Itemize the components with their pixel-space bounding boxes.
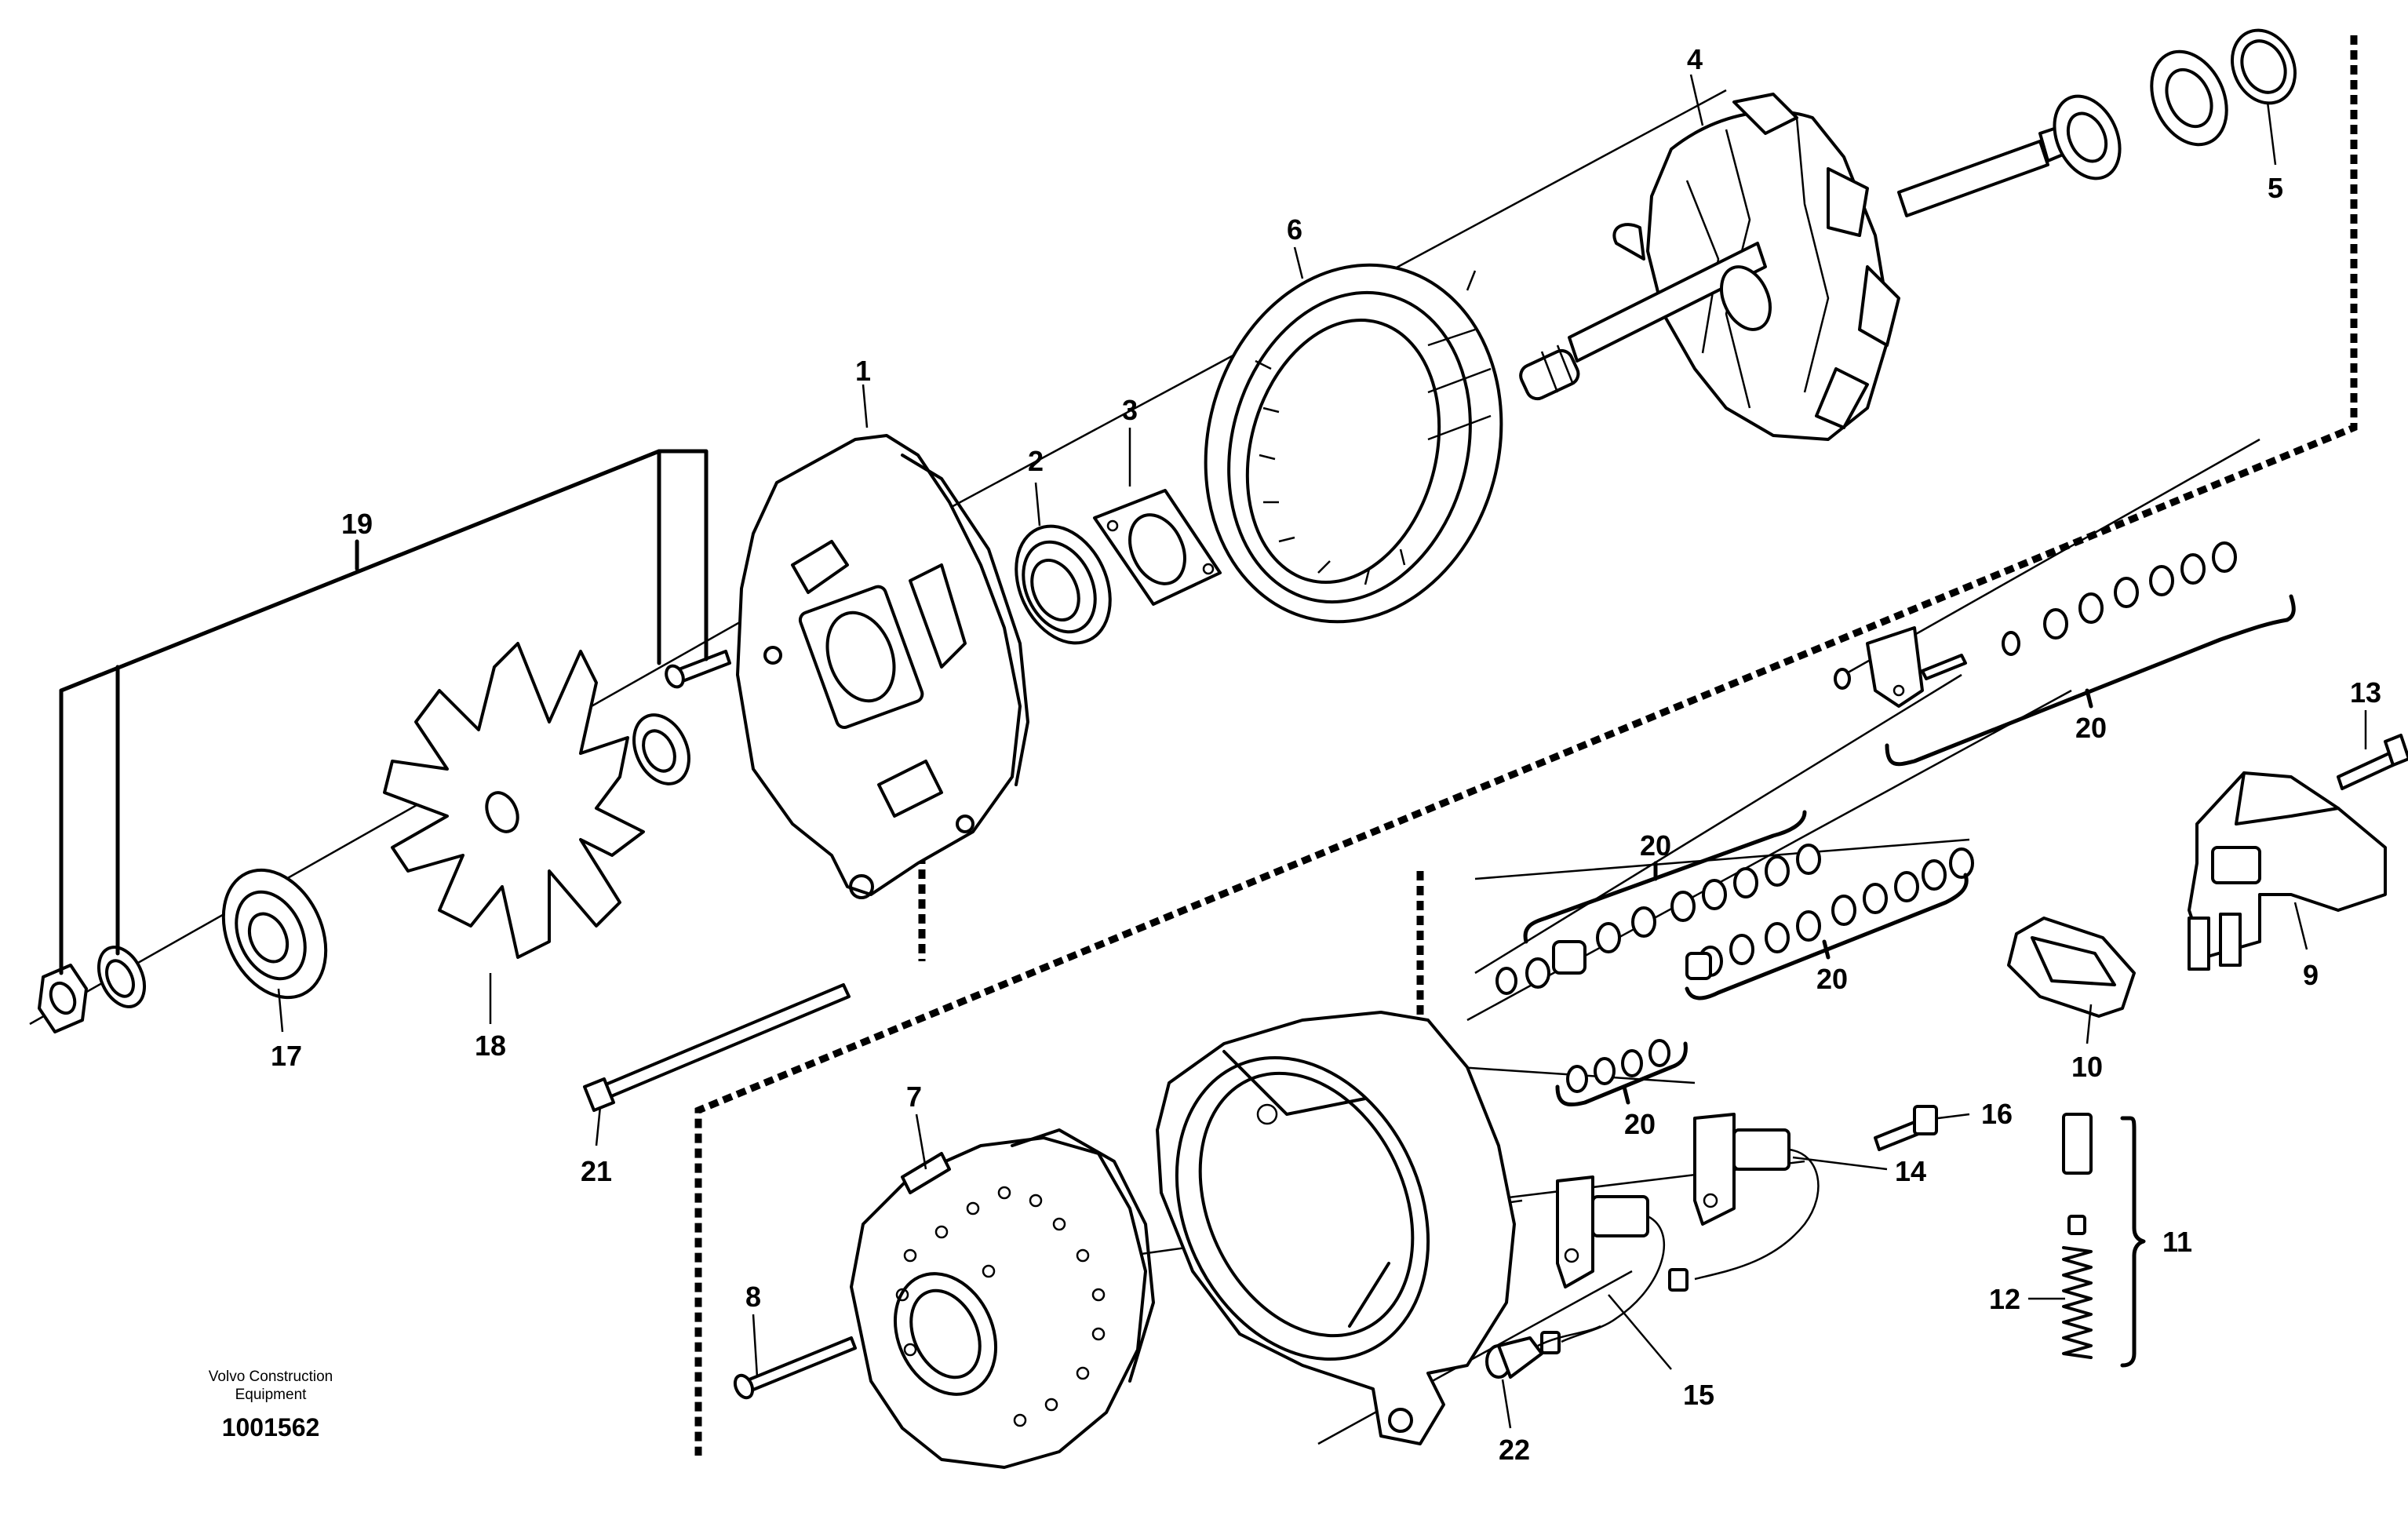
bracket-11	[2120, 1116, 2146, 1368]
slip-ring-end-housing	[1156, 1011, 1516, 1445]
rear-bearing-set	[2053, 28, 2297, 180]
callout-7: 7	[906, 1081, 922, 1113]
callout-2: 2	[1028, 445, 1044, 477]
nut	[38, 964, 88, 1033]
callout-22: 22	[1499, 1434, 1530, 1466]
drive-end-housing	[736, 434, 1029, 899]
callout-17: 17	[271, 1040, 302, 1072]
callout-20-lower: 20	[1624, 1108, 1656, 1140]
callout-20-upper: 20	[2075, 712, 2107, 744]
callout-20-mid-lower: 20	[1816, 963, 1848, 995]
callout-labels: 1 2 3 4 5 6 7 8 9 10 11 12 13 14 15 16 1…	[271, 43, 2381, 1466]
rectifier	[850, 1128, 1155, 1469]
small-parts-row-upper	[1834, 541, 2237, 708]
brush	[2062, 1113, 2093, 1235]
suppressor-capacitor	[1485, 1325, 1601, 1379]
callout-3: 3	[1122, 394, 1138, 426]
callout-19: 19	[341, 508, 373, 540]
through-bolt	[583, 983, 851, 1112]
fan	[383, 642, 645, 959]
bracket-20-mid-lower	[1685, 873, 1969, 1000]
brand-line-2: Equipment	[235, 1387, 308, 1403]
callout-15: 15	[1683, 1379, 1714, 1411]
brush-holder-a	[1668, 1113, 1820, 1292]
small-parts-row-lower	[1566, 1039, 1670, 1093]
brush-holder-screw	[1874, 1105, 1938, 1151]
stator	[1204, 263, 1503, 624]
bearing	[1015, 524, 1112, 645]
callout-10: 10	[2071, 1051, 2103, 1083]
bracket-20-mid-upper	[1523, 810, 1807, 944]
callout-12: 12	[1989, 1283, 2020, 1315]
spacer-ring	[632, 713, 690, 785]
retainer-plate	[1093, 489, 1222, 606]
branding-block: Volvo Construction Equipment 1001562	[209, 1369, 333, 1441]
leader-lines	[277, 74, 2367, 1429]
callout-21: 21	[581, 1155, 612, 1187]
callout-18: 18	[475, 1030, 506, 1062]
bracket-20-upper	[1885, 594, 2296, 767]
regulator-gasket	[2007, 917, 2136, 1018]
small-parts-row-middle	[1495, 844, 1974, 995]
bracket-20-lower	[1555, 1041, 1688, 1106]
brush-holder-b	[1540, 1175, 1666, 1354]
callout-16: 16	[1981, 1098, 2013, 1130]
callout-13: 13	[2350, 676, 2381, 709]
bracket-19	[59, 449, 709, 975]
screw-19	[665, 650, 731, 689]
callout-4: 4	[1687, 43, 1703, 75]
rectifier-bolt	[733, 1336, 857, 1400]
callout-6: 6	[1287, 213, 1302, 246]
washer	[97, 946, 147, 1008]
brand-line-1: Volvo Construction	[209, 1369, 333, 1385]
voltage-regulator	[2188, 771, 2387, 971]
axis-lines	[29, 89, 2260, 1445]
regulator-screw	[2337, 734, 2408, 790]
document-number: 1001562	[222, 1413, 320, 1441]
spring	[2062, 1246, 2093, 1359]
callout-8: 8	[745, 1281, 761, 1313]
pulley	[221, 868, 328, 1000]
callout-20-mid-upper: 20	[1640, 829, 1671, 862]
callout-11: 11	[2162, 1226, 2192, 1258]
callout-1: 1	[855, 355, 871, 387]
callout-14: 14	[1895, 1155, 1926, 1187]
callout-5: 5	[2268, 172, 2283, 204]
callout-9: 9	[2303, 959, 2319, 991]
rotor	[1466, 93, 2097, 441]
